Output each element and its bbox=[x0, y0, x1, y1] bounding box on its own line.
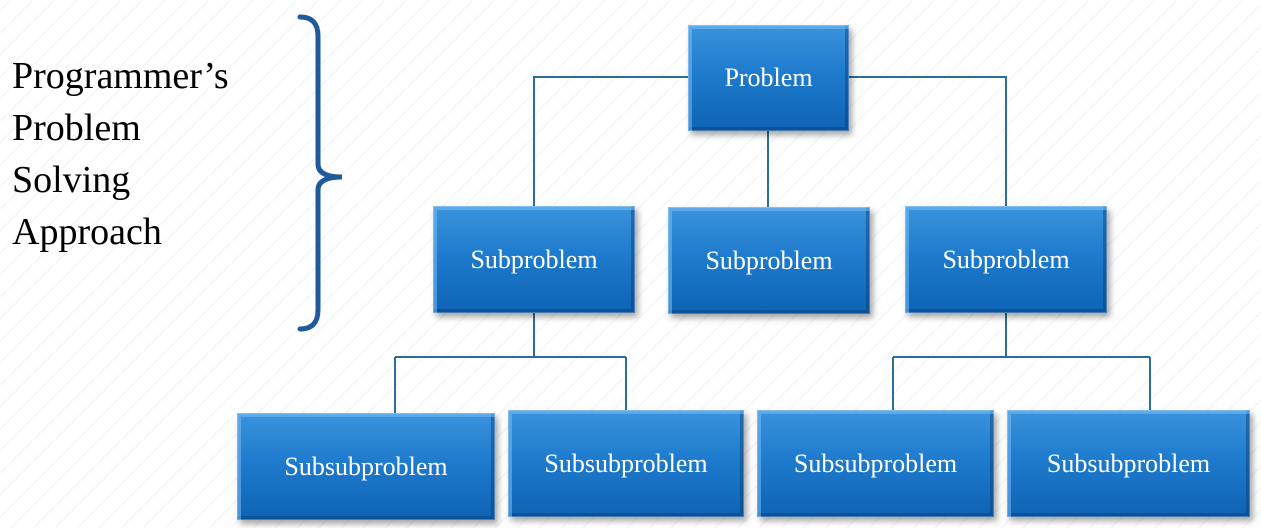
node-subsubproblem-4: Subsubproblem bbox=[1007, 410, 1250, 517]
node-problem-label: Problem bbox=[724, 63, 813, 92]
side-label-line-1: Programmer’s bbox=[12, 55, 229, 97]
connector-root-right bbox=[848, 76, 1007, 206]
node-subproblem-1-label: Subproblem bbox=[470, 244, 598, 274]
connector-root-left bbox=[533, 76, 688, 206]
side-label-line-4: Approach bbox=[12, 211, 162, 253]
node-subproblem-3: Subproblem bbox=[905, 206, 1107, 313]
node-subsubproblem-2-label: Subsubproblem bbox=[544, 448, 708, 478]
node-subsubproblem-1: Subsubproblem bbox=[237, 413, 495, 520]
node-subproblem-2: Subproblem bbox=[668, 207, 870, 314]
node-subproblem-1: Subproblem bbox=[433, 206, 635, 313]
node-subsubproblem-3-label: Subsubproblem bbox=[793, 448, 958, 478]
side-label: Programmer’s Problem Solving Approach bbox=[12, 50, 272, 258]
node-subproblem-2-label: Subproblem bbox=[705, 245, 833, 275]
node-subsubproblem-3: Subsubproblem bbox=[757, 410, 994, 517]
node-subsubproblem-2: Subsubproblem bbox=[508, 410, 744, 517]
side-label-line-3: Solving bbox=[12, 159, 131, 201]
node-subproblem-3-label: Subproblem bbox=[942, 244, 1070, 274]
side-label-line-2: Problem bbox=[12, 107, 141, 149]
node-subsubproblem-1-label: Subsubproblem bbox=[284, 451, 448, 481]
node-problem: Problem bbox=[688, 25, 849, 131]
node-subsubproblem-4-label: Subsubproblem bbox=[1046, 448, 1211, 478]
right-brace bbox=[297, 14, 343, 332]
